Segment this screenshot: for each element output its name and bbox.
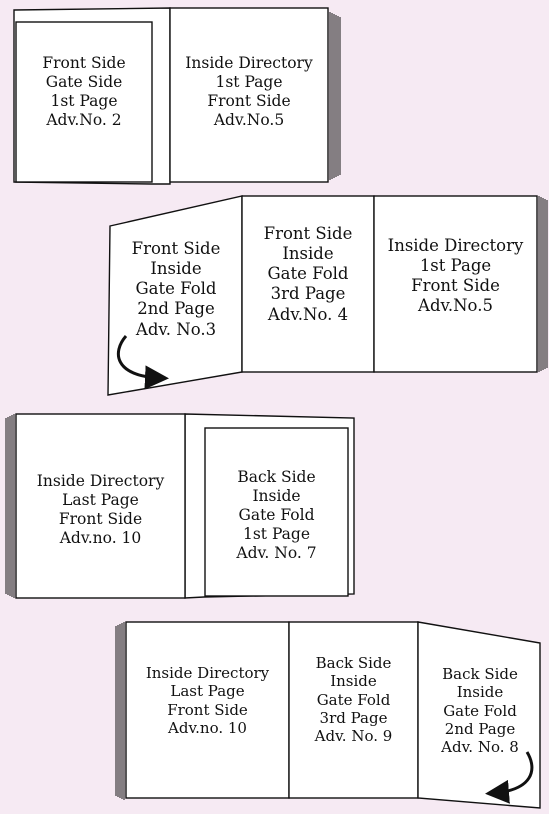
d4-left-label: Inside Directory Last Page Front Side Ad…: [126, 664, 289, 737]
text-line: Adv.No. 2: [46, 110, 122, 129]
text-line: Inside: [252, 486, 301, 505]
text-line: Adv. No. 7: [236, 543, 317, 562]
inside-directory-last-page: [125, 621, 290, 799]
text-line: Adv.No. 4: [267, 304, 349, 324]
text-line: 1st Page: [419, 256, 492, 276]
text-line: 2nd Page: [444, 719, 516, 738]
text-line: Gate Fold: [135, 279, 217, 299]
text-line: Adv. No.3: [135, 319, 217, 339]
text-line: 1st Page: [50, 91, 118, 110]
text-line: Back Side: [315, 654, 392, 672]
d4-middle-label: Back Side Inside Gate Fold 3rd Page Adv.…: [289, 654, 418, 745]
text-line: Inside Directory: [36, 472, 165, 490]
diagram-4: [115, 621, 541, 809]
text-line: Adv.no. 10: [168, 718, 247, 737]
text-line: Last Page: [62, 490, 139, 509]
text-line: Inside: [456, 683, 504, 702]
back-gate-flap: [204, 427, 349, 597]
text-line: Gate Fold: [267, 264, 349, 284]
d2-flap-label: Front Side Inside Gate Fold 2nd Page Adv…: [112, 239, 240, 340]
text-line: Gate Fold: [238, 505, 315, 524]
text-line: Front Side: [42, 54, 126, 72]
text-line: Inside Directory: [145, 664, 270, 682]
diagram-1: [13, 7, 341, 185]
text-line: Front Side: [207, 91, 291, 110]
text-line: Last Page: [170, 682, 245, 701]
text-line: Back Side: [442, 665, 518, 683]
d3-left-label: Inside Directory Last Page Front Side Ad…: [16, 472, 185, 548]
text-line: Gate Fold: [316, 690, 391, 709]
page-stack-edges: [115, 622, 125, 800]
text-line: Back Side: [237, 468, 316, 486]
text-line: Adv.No.5: [213, 110, 285, 129]
text-line: 3rd Page: [319, 708, 388, 727]
gate-fold-middle-page: [241, 195, 375, 373]
text-line: Inside: [150, 259, 202, 279]
d4-flap-label: Back Side Inside Gate Fold 2nd Page Adv.…: [422, 665, 538, 756]
text-line: 1st Page: [215, 72, 283, 91]
text-line: Gate Side: [45, 72, 123, 91]
diagram-3: [5, 413, 355, 599]
text-line: 1st Page: [242, 524, 311, 543]
d3-flap-label: Back Side Inside Gate Fold 1st Page Adv.…: [205, 468, 348, 563]
text-line: Inside Directory: [387, 236, 524, 255]
text-line: Front Side: [167, 700, 248, 719]
gate-flap-open: [417, 621, 541, 809]
d2-middle-label: Front Side Inside Gate Fold 3rd Page Adv…: [242, 224, 374, 325]
page-stack-edges: [5, 414, 15, 598]
diagram-2: [107, 195, 548, 396]
text-line: Front Side: [58, 509, 143, 528]
inside-directory-page: [373, 195, 538, 373]
d1-page-label: Inside Directory 1st Page Front Side Adv…: [170, 54, 328, 130]
text-line: Front Side: [263, 224, 353, 243]
text-line: 3rd Page: [270, 284, 346, 304]
d2-right-label: Inside Directory 1st Page Front Side Adv…: [374, 236, 537, 317]
inside-directory-last-page: [15, 413, 186, 599]
fold-arrow: [485, 751, 534, 804]
page-stack-edges: [538, 196, 548, 372]
inside-directory-page: [169, 7, 329, 183]
text-line: Adv. No. 8: [441, 738, 519, 757]
page-stack-edges: [329, 12, 341, 180]
text-line: Front Side: [131, 239, 221, 258]
text-line: Adv.no. 10: [59, 528, 142, 547]
text-line: Gate Fold: [443, 701, 517, 720]
fold-arrow: [116, 335, 169, 390]
text-line: Inside: [282, 244, 334, 264]
front-gate-flap: [15, 21, 153, 183]
gate-fold-middle-page: [288, 621, 419, 799]
text-line: Inside Directory: [185, 54, 313, 72]
d1-flap-label: Front Side Gate Side 1st Page Adv.No. 2: [16, 54, 152, 130]
text-line: Front Side: [411, 276, 500, 296]
text-line: Adv.No.5: [418, 296, 493, 316]
text-line: 2nd Page: [137, 299, 215, 319]
text-line: Inside: [330, 672, 377, 691]
text-line: Adv. No. 9: [314, 727, 393, 746]
